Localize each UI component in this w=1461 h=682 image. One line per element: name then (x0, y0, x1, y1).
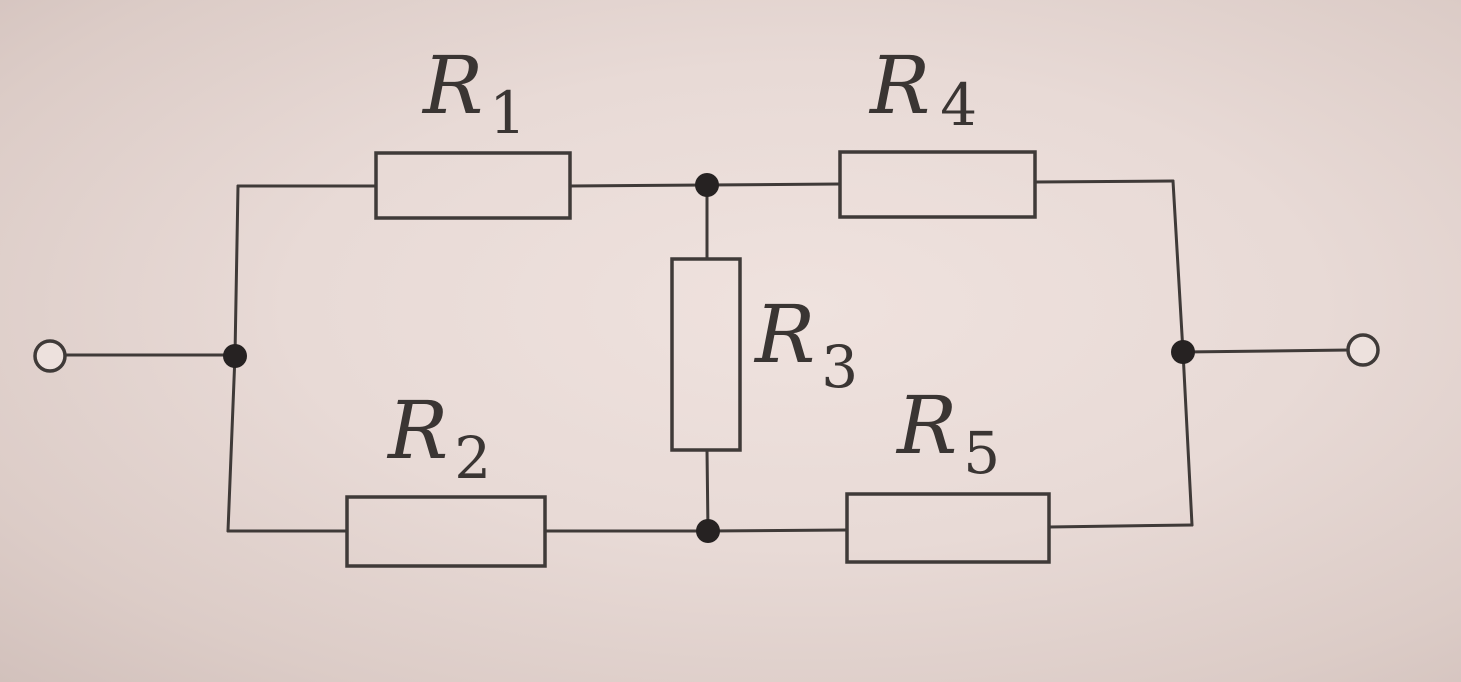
wire-left-bus-bottom (226, 353, 237, 533)
label-r5-subscript: 5 (963, 419, 1000, 487)
junction-right (1171, 340, 1195, 364)
wire-right-terminal (1181, 348, 1352, 354)
terminal-left (33, 339, 67, 373)
wire-left-bus-top (233, 184, 240, 357)
label-r5-letter: R (895, 379, 957, 472)
resistor-r5 (845, 492, 1051, 564)
label-r2-subscript: 2 (454, 424, 491, 492)
resistor-r4 (838, 150, 1037, 219)
resistor-r3 (670, 257, 742, 452)
label-r4-letter: R (868, 39, 930, 132)
wire-right-bus-bottom (1181, 350, 1194, 527)
wire-bottom-middle-right (706, 528, 849, 533)
wire-right-bus-top (1171, 179, 1185, 354)
label-r3-letter: R (753, 288, 815, 381)
junction-top-middle (695, 173, 719, 197)
label-r1-subscript: 1 (489, 79, 526, 147)
resistor-r1 (374, 151, 572, 220)
wire-middle-bottom (705, 448, 710, 533)
wire-top-right (1033, 179, 1175, 184)
label-r2-letter: R (386, 384, 448, 477)
resistor-r2 (345, 495, 547, 568)
wire-bottom-right (1047, 523, 1194, 529)
wire-top-middle-right (705, 182, 842, 187)
label-r4-subscript: 4 (940, 71, 977, 139)
terminal-right (1346, 333, 1380, 367)
wire-top-middle-left (568, 183, 709, 188)
label-r1-letter: R (421, 39, 483, 132)
label-r3-subscript: 3 (821, 333, 858, 401)
junction-bottom-middle (696, 519, 720, 543)
junction-left (223, 344, 247, 368)
